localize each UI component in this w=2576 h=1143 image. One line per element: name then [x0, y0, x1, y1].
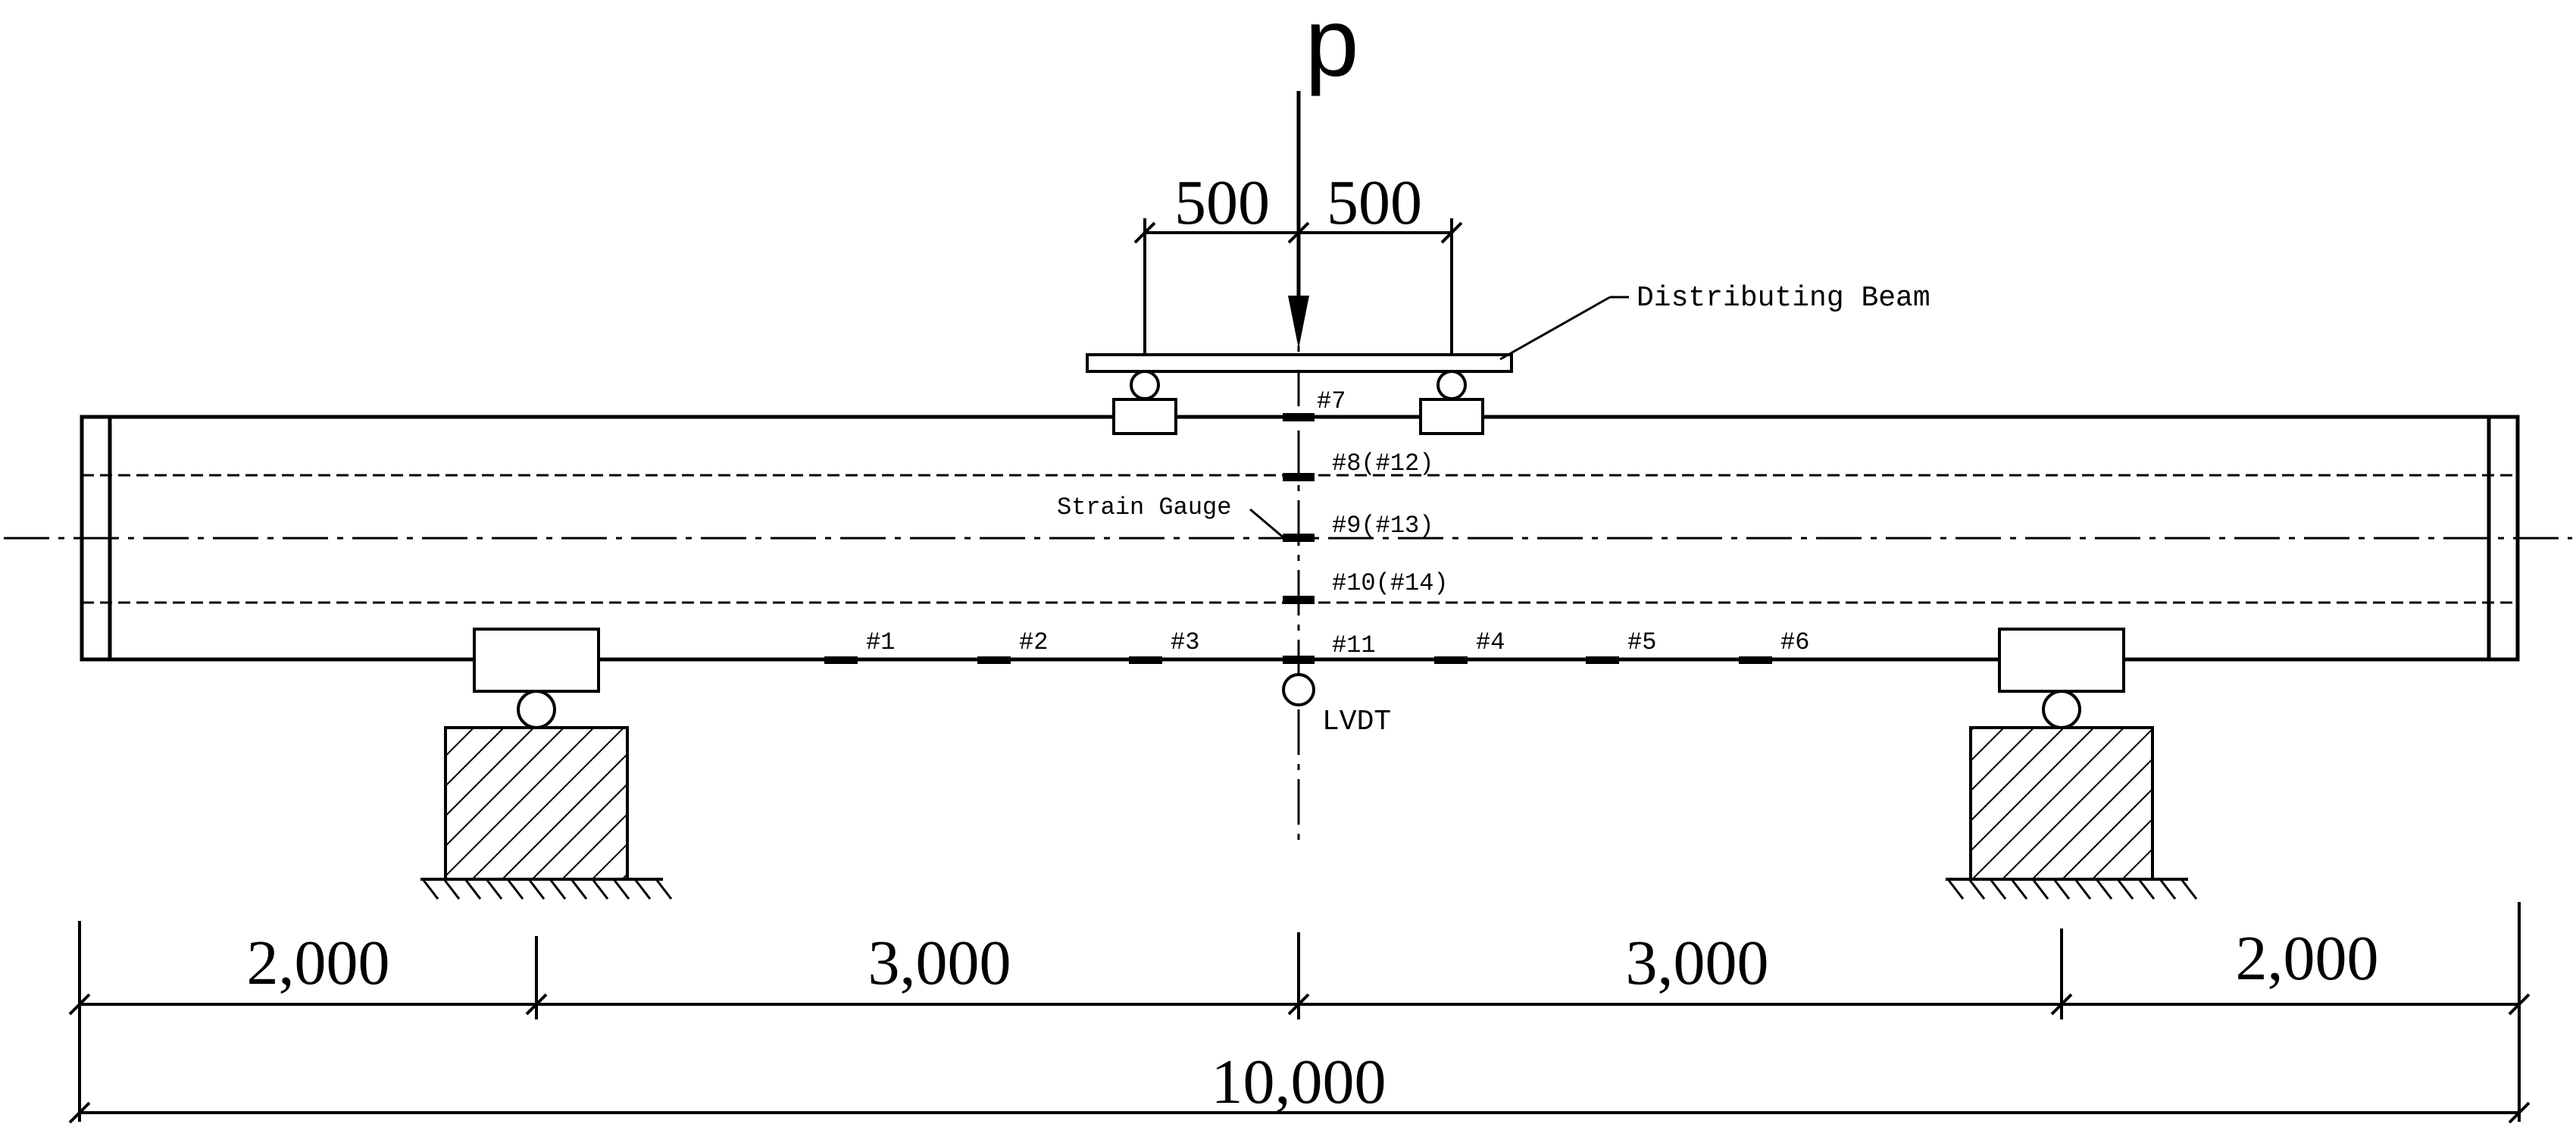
gauge-label-2: #2	[1019, 628, 1048, 656]
distributing-beam	[1086, 353, 1513, 373]
load-point-left	[1112, 370, 1177, 435]
distribution-dim-right: 500	[1327, 168, 1422, 238]
gauge-label-4: #4	[1476, 628, 1505, 656]
gauge-marks-vertical	[1283, 413, 1315, 664]
support-right	[1946, 628, 2198, 900]
dim-segment-2: 3,000	[868, 928, 1011, 998]
strain-gauge-callout-leader	[1249, 508, 1285, 540]
lvdt-symbol	[1282, 673, 1315, 706]
load-arrow-head	[1288, 296, 1309, 349]
gauge-label-8: #8(#12)	[1332, 449, 1433, 478]
gauge-label-11: #11	[1332, 631, 1376, 659]
dim-total: 10,000	[1211, 1047, 1386, 1117]
support-left	[420, 628, 673, 900]
distributing-beam-leader	[1499, 296, 1611, 361]
distribution-dim-left: 500	[1174, 168, 1270, 238]
gauge-label-9: #9(#13)	[1332, 512, 1433, 540]
load-label: p	[1305, 0, 1358, 97]
load-point-right	[1419, 370, 1484, 435]
dim-segment-1: 2,000	[247, 928, 390, 998]
dim-segment-3: 3,000	[1626, 928, 1769, 998]
gauge-label-1: #1	[866, 628, 895, 656]
distribution-dimension	[1133, 218, 1463, 356]
beam-layer-lines	[82, 474, 2518, 604]
lvdt-label: LVDT	[1322, 706, 1391, 738]
gauge-label-7: #7	[1317, 387, 1346, 415]
gauge-label-10: #10(#14)	[1332, 569, 1449, 597]
strain-gauge-callout-label: Strain Gauge	[1057, 493, 1231, 521]
gauge-marks-bottom	[824, 656, 1772, 664]
gauge-label-6: #6	[1780, 628, 1809, 656]
dimension-lines	[68, 902, 2531, 1124]
gauge-label-5: #5	[1627, 628, 1656, 656]
dim-segment-4: 2,000	[2236, 923, 2379, 994]
distributing-beam-label: Distributing Beam	[1637, 282, 1930, 315]
gauge-label-3: #3	[1171, 628, 1199, 656]
